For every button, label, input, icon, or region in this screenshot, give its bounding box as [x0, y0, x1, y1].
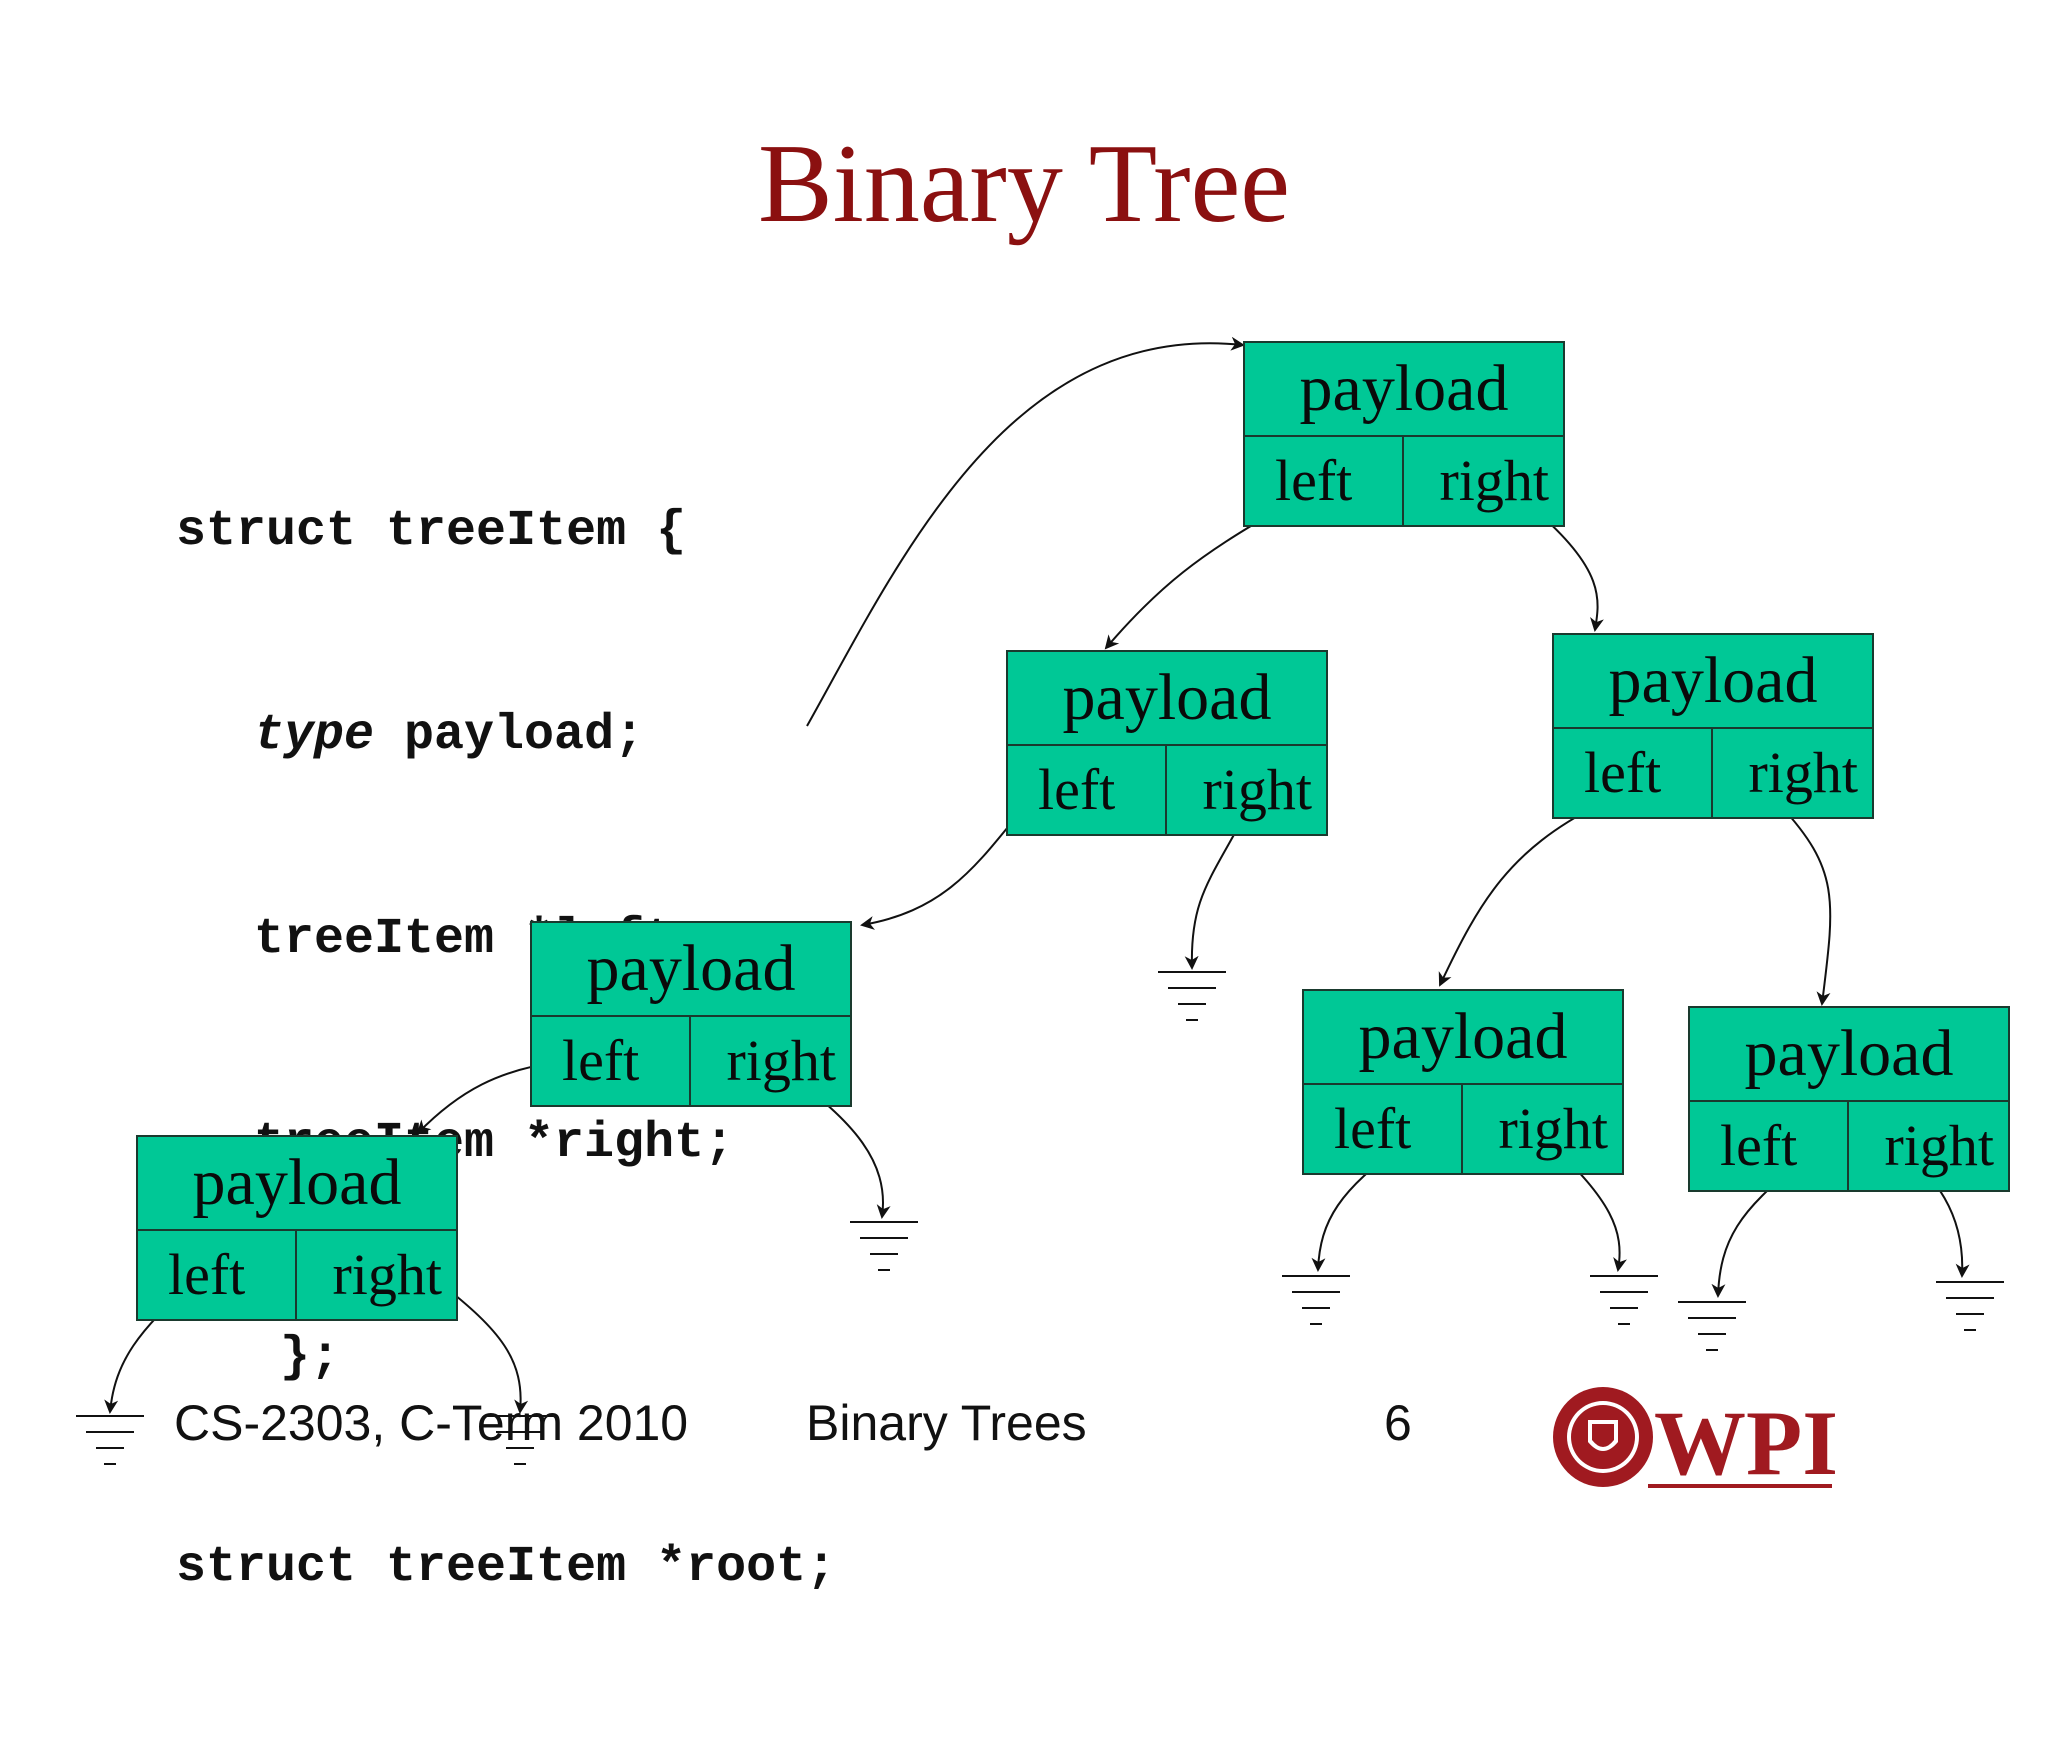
node-payload: payload	[138, 1137, 456, 1231]
node-right-field: right	[1439, 448, 1549, 513]
node-payload: payload	[1245, 343, 1563, 437]
node-left-field: left	[1008, 744, 1167, 836]
footer-topic: Binary Trees	[806, 1395, 1087, 1451]
null-ground-icon	[1590, 1275, 1658, 1325]
null-ground-icon	[1678, 1301, 1746, 1351]
null-ground-icon	[486, 1415, 554, 1465]
link-root-left	[1104, 509, 1279, 650]
null-ground-symbols	[76, 971, 2004, 1465]
node-left-field: left	[532, 1015, 691, 1107]
node-left-field: left	[1304, 1083, 1463, 1175]
null-ground-icon	[1158, 971, 1226, 1021]
code-line-2: type payload;	[176, 702, 836, 770]
slide-title: Binary Tree	[758, 122, 1290, 246]
code-type-keyword: type	[254, 707, 375, 764]
node-left-field: left	[1690, 1100, 1849, 1192]
node-left-field: left	[1245, 435, 1404, 527]
null-ground-icon	[1282, 1275, 1350, 1325]
null-ground-icon	[76, 1415, 144, 1465]
link-n2-left	[860, 799, 1031, 930]
wpi-logo-wordmark: WPI	[1654, 1392, 1838, 1492]
node-left-field: left	[1554, 727, 1713, 819]
code-line-6: struct treeItem *root;	[176, 1539, 837, 1596]
node-payload: payload	[1690, 1008, 2008, 1102]
slide: Binary Tree struct treeItem { type paylo…	[76, 122, 2010, 1596]
node-right-field: right	[332, 1242, 442, 1307]
code-line-5: };	[280, 1329, 341, 1386]
node-payload: payload	[1554, 635, 1872, 729]
footer-page-number: 6	[1384, 1395, 1412, 1451]
tree-node-left-left: payload left right	[530, 921, 852, 1107]
node-payload: payload	[1008, 652, 1326, 746]
wpi-seal-icon	[1553, 1387, 1653, 1487]
wpi-logo: WPI	[1553, 1387, 1838, 1492]
link-root-right	[1534, 509, 1604, 632]
node-payload: payload	[532, 923, 850, 1017]
node-payload: payload	[1304, 991, 1622, 1085]
node-right-field: right	[1498, 1096, 1608, 1161]
code-line-2-rest: payload;	[374, 707, 645, 764]
tree-node-right-left: payload left right	[1302, 989, 1624, 1175]
node-left-field: left	[138, 1229, 297, 1321]
footer-course: CS-2303, C-Term 2010	[174, 1395, 689, 1451]
tree-node-root: payload left right	[1243, 341, 1565, 527]
tree-node-left-left-left: payload left right	[136, 1135, 458, 1321]
link-n2-right	[1184, 819, 1243, 970]
tree-node-left: payload left right	[1006, 650, 1328, 836]
null-ground-icon	[1936, 1281, 2004, 1331]
null-ground-icon	[850, 1221, 918, 1271]
node-right-field: right	[1202, 757, 1312, 822]
tree-node-right: payload left right	[1552, 633, 1874, 819]
node-right-field: right	[1884, 1113, 1994, 1178]
link-n3-right	[1779, 804, 1832, 1006]
node-right-field: right	[726, 1028, 836, 1093]
code-line-1: struct treeItem {	[176, 503, 687, 560]
node-right-field: right	[1748, 740, 1858, 805]
link-n3-left	[1438, 804, 1599, 987]
link-n5-right	[439, 1282, 529, 1414]
tree-node-right-right: payload left right	[1688, 1006, 2010, 1192]
root-pointer-arrow	[806, 336, 1245, 727]
